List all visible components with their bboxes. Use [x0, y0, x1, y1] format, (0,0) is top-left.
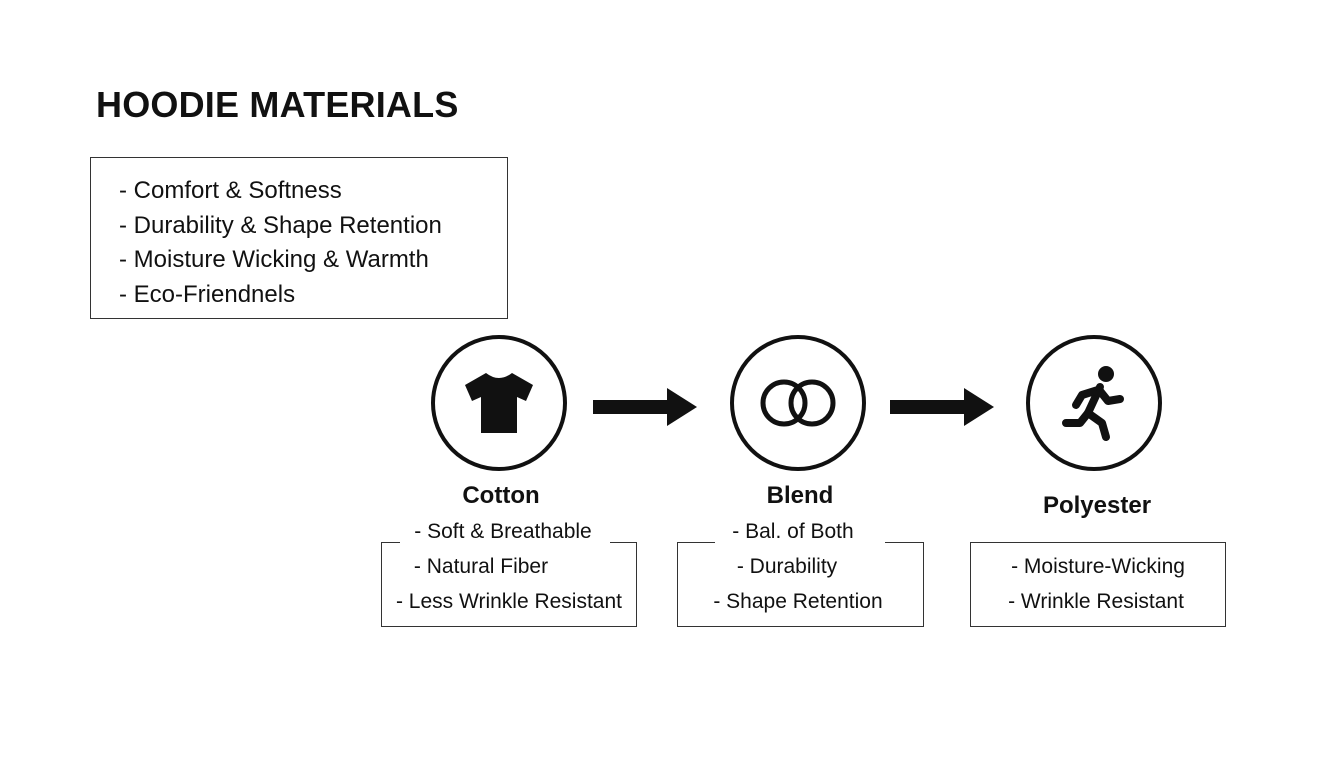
blend-name: Blend [766, 482, 834, 509]
blend-property: - Bal. of Both [732, 520, 854, 543]
criteria-item-comfort: - Comfort & Softness [119, 177, 342, 204]
cotton-property: - Soft & Breathable [414, 520, 592, 543]
t-shirt-icon [465, 373, 533, 433]
polyester-property: - Moisture-Wicking [1011, 555, 1185, 578]
cotton-property: - Natural Fiber [413, 555, 549, 578]
criteria-item-durability: - Durability & Shape Retention [119, 211, 442, 239]
criteria-item-moisture: - Moisture Wicking & Warmth [119, 246, 429, 273]
running-person-icon [1062, 366, 1124, 441]
blend-property: - Durability [736, 555, 838, 578]
criteria-box: - Comfort & Softness - Durability & Shap… [90, 157, 508, 319]
arrow-cotton-to-blend-icon [593, 388, 697, 426]
polyester-properties-box [970, 542, 1226, 627]
arrow-blend-to-polyester-icon [890, 388, 994, 426]
blend-property: - Shape Retention [713, 590, 883, 613]
blend-node [730, 335, 866, 471]
cotton-name: Cotton [462, 482, 540, 509]
polyester-property: - Wrinkle Resistant [1008, 590, 1184, 613]
criteria-item-eco: - Eco-Friendnels [119, 280, 296, 308]
interlocking-rings-icon [760, 379, 836, 427]
cotton-property: - Less Wrinkle Resistant [395, 590, 623, 613]
polyester-node [1026, 335, 1162, 471]
polyester-name: Polyester [1042, 492, 1152, 519]
diagram-title: HOODIE MATERIALS [96, 84, 459, 125]
cotton-node [431, 335, 567, 471]
